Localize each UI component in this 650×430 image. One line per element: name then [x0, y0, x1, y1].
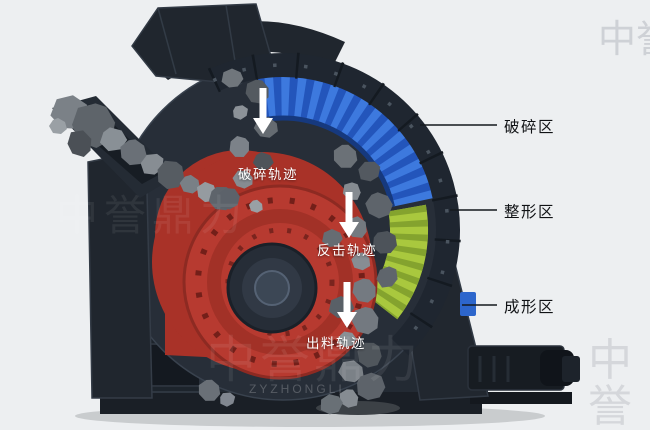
label-rebound-trajectory: 反击轨迹: [317, 243, 377, 258]
zone-label-shaping: 整形区: [504, 204, 556, 221]
hydraulic-blue-part: [460, 292, 476, 316]
zone-label-forming: 成形区: [504, 299, 556, 316]
zone-leader-lines: [420, 124, 497, 306]
label-crushing-trajectory: 破碎轨迹: [238, 167, 298, 182]
shaping-green-band: [366, 204, 428, 320]
label-discharge-trajectory: 出料轨迹: [306, 336, 366, 351]
motor-assembly: [467, 345, 580, 391]
impact-plates-blue-band: [256, 76, 434, 208]
outer-rim-plates: [207, 52, 461, 356]
zone-label-crushing: 破碎区: [504, 119, 556, 136]
